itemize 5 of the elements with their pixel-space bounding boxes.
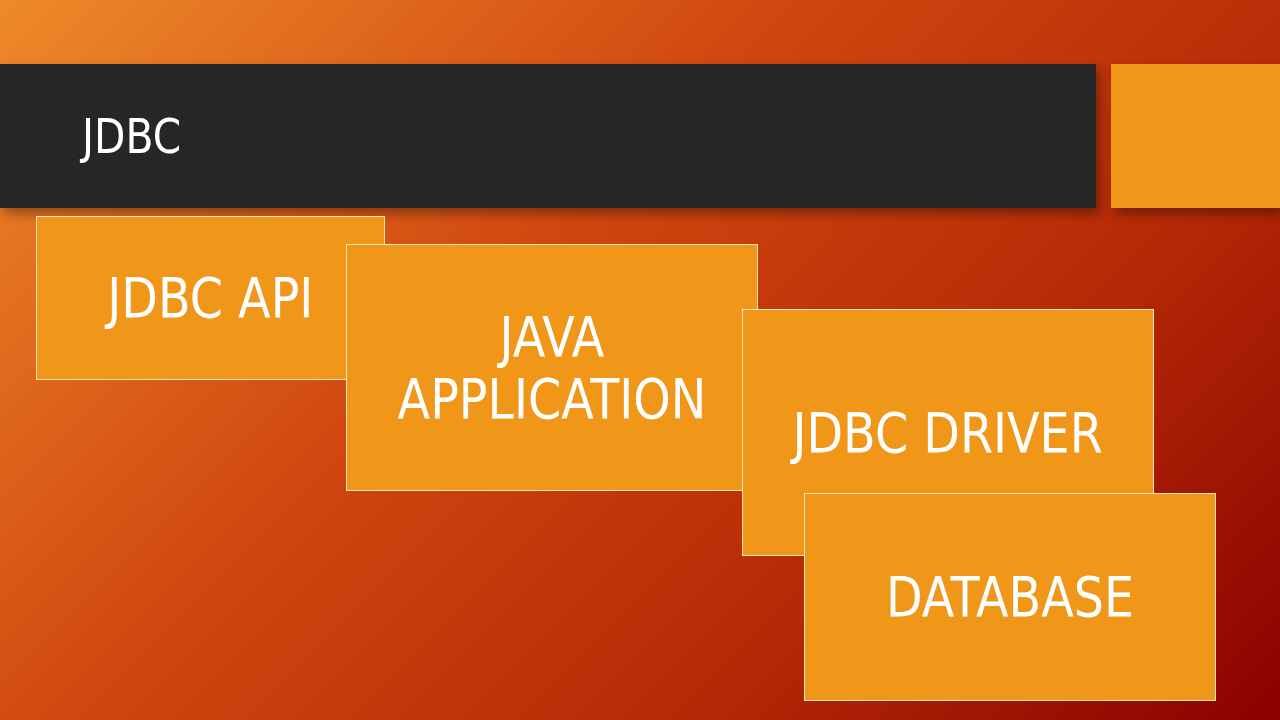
label-box: JAVA APPLICATION [346,244,758,491]
slide-title: JDBC [82,108,182,164]
label-box: JDBC API [36,216,385,380]
label-box: DATABASE [804,493,1216,701]
accent-block [1111,64,1280,208]
